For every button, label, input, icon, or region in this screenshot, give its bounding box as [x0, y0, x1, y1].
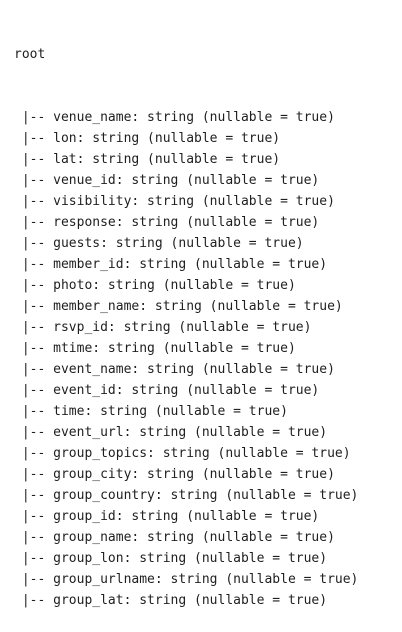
- tree-prefix: |--: [14, 488, 54, 503]
- schema-root-label: root: [14, 47, 46, 62]
- tree-prefix: |--: [14, 215, 54, 230]
- schema-field-text: time: string (nullable = true): [53, 404, 288, 419]
- schema-field-line: |-- response: string (nullable = true): [14, 212, 358, 233]
- schema-field-line: |-- group_urlname: string (nullable = tr…: [14, 569, 359, 590]
- tree-prefix: |--: [14, 320, 54, 335]
- schema-field-line: |-- member_name: string (nullable = true…: [14, 296, 358, 317]
- schema-field-text: group_country: string (nullable = true): [53, 488, 359, 503]
- tree-prefix: |--: [14, 299, 54, 314]
- schema-field-line: |-- group_city: string (nullable = true): [14, 464, 358, 485]
- schema-field-line: |-- mtime: string (nullable = true): [14, 338, 358, 359]
- schema-field-line: |-- visibility: string (nullable = true): [14, 191, 358, 212]
- schema-field-line: |-- venue_id: string (nullable = true): [14, 170, 358, 191]
- schema-field-text: response: string (nullable = true): [53, 215, 320, 230]
- schema-field-text: member_name: string (nullable = true): [53, 299, 343, 314]
- schema-field-line: |-- rsvp_id: string (nullable = true): [14, 317, 358, 338]
- schema-field-text: rsvp_id: string (nullable = true): [53, 320, 312, 335]
- schema-field-line: |-- member_id: string (nullable = true): [14, 254, 358, 275]
- schema-field-line: |-- lat: string (nullable = true): [14, 149, 358, 170]
- tree-prefix: |--: [14, 236, 54, 251]
- schema-field-line: |-- event_url: string (nullable = true): [14, 422, 358, 443]
- tree-prefix: |--: [14, 551, 54, 566]
- schema-field-line: |-- group_topics: string (nullable = tru…: [14, 443, 358, 464]
- schema-field-line: |-- event_name: string (nullable = true): [14, 359, 358, 380]
- tree-prefix: |--: [14, 593, 54, 608]
- schema-field-text: event_name: string (nullable = true): [53, 362, 335, 377]
- schema-field-text: group_urlname: string (nullable = true): [53, 572, 359, 587]
- tree-prefix: |--: [14, 362, 54, 377]
- tree-prefix: |--: [14, 467, 54, 482]
- tree-prefix: |--: [14, 530, 54, 545]
- tree-prefix: |--: [14, 173, 54, 188]
- schema-output: root |-- venue_name: string (nullable = …: [14, 2, 358, 632]
- schema-field-text: group_lon: string (nullable = true): [53, 551, 328, 566]
- tree-prefix: |--: [14, 278, 54, 293]
- tree-prefix: |--: [14, 341, 54, 356]
- schema-field-line: |-- group_id: string (nullable = true): [14, 506, 358, 527]
- tree-prefix: |--: [14, 194, 54, 209]
- tree-prefix: |--: [14, 509, 54, 524]
- tree-prefix: |--: [14, 152, 54, 167]
- schema-field-text: group_city: string (nullable = true): [53, 467, 335, 482]
- schema-field-line: |-- photo: string (nullable = true): [14, 275, 358, 296]
- schema-field-line: |-- lon: string (nullable = true): [14, 128, 358, 149]
- tree-prefix: |--: [14, 131, 54, 146]
- schema-field-text: photo: string (nullable = true): [53, 278, 296, 293]
- tree-prefix: |--: [14, 383, 54, 398]
- schema-field-text: mtime: string (nullable = true): [53, 341, 296, 356]
- tree-prefix: |--: [14, 425, 54, 440]
- schema-field-list: |-- venue_name: string (nullable = true)…: [14, 107, 359, 611]
- schema-field-text: member_id: string (nullable = true): [53, 257, 328, 272]
- tree-prefix: |--: [14, 572, 54, 587]
- tree-prefix: |--: [14, 404, 54, 419]
- schema-field-text: group_lat: string (nullable = true): [53, 593, 328, 608]
- schema-field-text: group_topics: string (nullable = true): [53, 446, 351, 461]
- schema-field-text: venue_name: string (nullable = true): [53, 110, 335, 125]
- schema-field-text: lon: string (nullable = true): [53, 131, 281, 146]
- schema-field-line: |-- group_lon: string (nullable = true): [14, 548, 358, 569]
- schema-field-text: group_name: string (nullable = true): [53, 530, 335, 545]
- schema-field-text: group_id: string (nullable = true): [53, 509, 320, 524]
- tree-prefix: |--: [14, 257, 54, 272]
- schema-field-text: venue_id: string (nullable = true): [53, 173, 320, 188]
- schema-field-text: guests: string (nullable = true): [53, 236, 304, 251]
- schema-field-line: |-- event_id: string (nullable = true): [14, 380, 358, 401]
- schema-field-line: |-- group_name: string (nullable = true): [14, 527, 358, 548]
- schema-field-text: visibility: string (nullable = true): [53, 194, 335, 209]
- tree-prefix: |--: [14, 446, 54, 461]
- schema-field-line: |-- group_lat: string (nullable = true): [14, 590, 358, 611]
- schema-field-line: |-- group_country: string (nullable = tr…: [14, 485, 359, 506]
- schema-field-line: |-- venue_name: string (nullable = true): [14, 107, 358, 128]
- schema-field-line: |-- guests: string (nullable = true): [14, 233, 358, 254]
- schema-field-line: |-- time: string (nullable = true): [14, 401, 358, 422]
- schema-field-text: lat: string (nullable = true): [53, 152, 281, 167]
- schema-field-text: event_url: string (nullable = true): [53, 425, 328, 440]
- schema-field-text: event_id: string (nullable = true): [53, 383, 320, 398]
- tree-prefix: |--: [14, 110, 54, 125]
